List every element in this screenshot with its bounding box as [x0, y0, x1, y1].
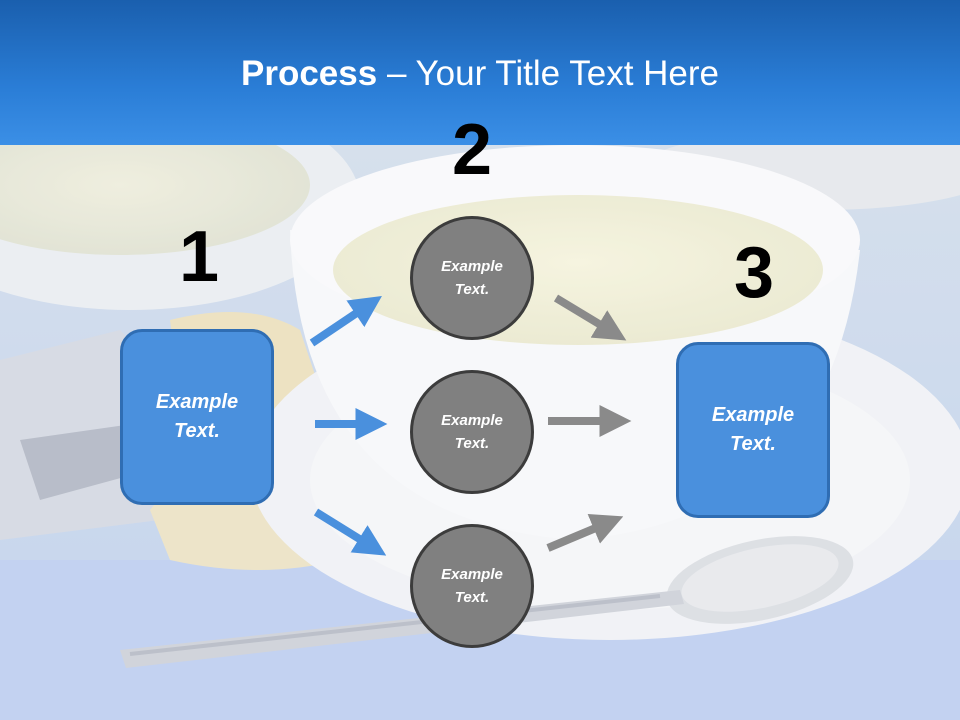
circle-top-text: Example Text.	[441, 258, 503, 298]
arrow-up-gray	[546, 514, 624, 552]
step-2-circle-bottom: Example Text.	[410, 524, 534, 648]
step-number-2: 2	[451, 110, 493, 190]
step-3-text: Example Text.	[711, 404, 795, 455]
step-number-1: 1	[178, 217, 220, 297]
step-1-box: Example Text.	[120, 329, 274, 505]
arrow-down-blue	[313, 508, 387, 556]
step-1-text: Example Text.	[155, 391, 239, 442]
slide-title: Process – Your Title Text Here	[0, 52, 960, 96]
circle-bottom-text: Example Text.	[441, 566, 503, 606]
step-number-3: 3	[733, 233, 775, 313]
title-bold: Process	[241, 54, 378, 93]
title-bar: Process – Your Title Text Here	[0, 0, 960, 145]
step-3-box: Example Text.	[676, 342, 830, 518]
step-2-circle-middle: Example Text.	[410, 370, 534, 494]
circle-middle-text: Example Text.	[441, 412, 503, 452]
title-rest: – Your Title Text Here	[377, 54, 719, 93]
arrow-down-gray	[553, 294, 627, 341]
step-2-circle-top: Example Text.	[410, 216, 534, 340]
arrow-up-blue	[309, 295, 382, 347]
